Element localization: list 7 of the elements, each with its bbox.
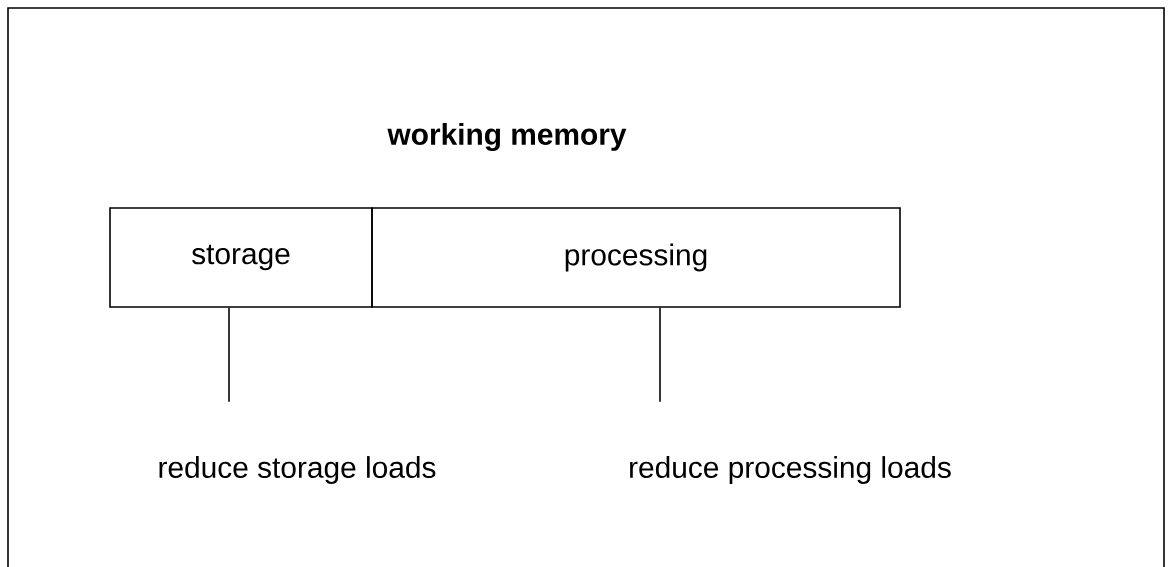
connector-line (659, 307, 661, 403)
text-label: reduce processing loads (630, 456, 951, 484)
title: working memory (387, 123, 627, 151)
text-label: reduce storage loads (159, 456, 436, 484)
labeled-box: processing (371, 207, 901, 308)
labeled-box: storage (109, 207, 373, 308)
connector-line (228, 307, 230, 403)
